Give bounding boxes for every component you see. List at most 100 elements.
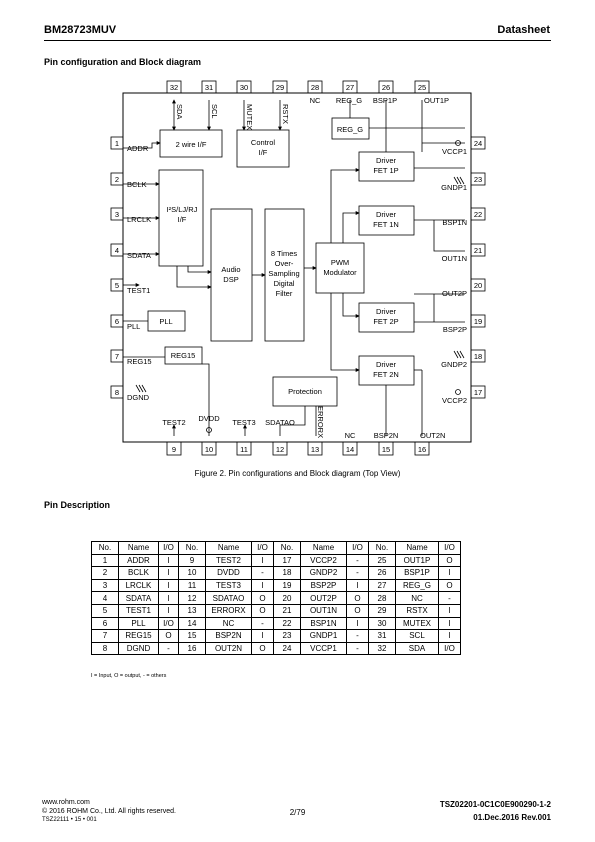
pin-label-reg15: REG15 (127, 357, 152, 366)
table-cell-io: - (251, 616, 274, 631)
footer-doc-number: TSZ02201-0C1C0E900290-1-2 (439, 800, 551, 809)
pin-box-13 (307, 441, 323, 456)
table-cell-io: - (158, 641, 179, 656)
oversampling-label-3: Sampling (268, 269, 299, 278)
control-label-1: Control (251, 138, 276, 147)
driver-1n-label-2: FET 1N (373, 220, 399, 229)
table-cell-no: 7 (91, 629, 119, 643)
table-cell-no: 15 (178, 629, 206, 643)
table-cell-io: I (438, 629, 461, 643)
table-cell-io: O (438, 553, 461, 568)
driver-1p-label-1: Driver (376, 156, 397, 165)
table-cell-io: I (158, 566, 179, 580)
chip-outline (122, 92, 472, 443)
table-cell-io: - (346, 566, 369, 580)
pin-number-1: 1 (115, 139, 119, 148)
audio-dsp-label-1: Audio (221, 265, 240, 274)
pin-number-8: 8 (115, 388, 119, 397)
pin-box-19 (470, 314, 486, 328)
table-cell-no: 20 (273, 591, 301, 605)
driver-2n-label-2: FET 2N (373, 370, 399, 379)
pin-label-reg-g: REG_G (336, 96, 362, 105)
table-cell-io: I (438, 603, 461, 618)
pin-box-18 (470, 349, 486, 363)
pin-box-22 (470, 207, 486, 221)
pin-number-2: 2 (115, 175, 119, 184)
pin-box-31 (201, 80, 217, 94)
pin-number-14: 14 (346, 445, 354, 454)
i2s-label-2: I/F (178, 215, 187, 224)
pin-label-bsp1n: BSP1N (442, 218, 467, 227)
pin-label-vccp1: VCCP1 (442, 147, 467, 156)
table-cell-no: 10 (178, 566, 206, 580)
pin-number-24: 24 (474, 139, 482, 148)
table-cell-io: - (438, 591, 461, 605)
table-cell-io: O (346, 603, 369, 618)
table-cell-no: 13 (178, 603, 206, 618)
table-cell-io: I/O (158, 616, 179, 631)
table-cell-no: 5 (91, 603, 119, 618)
footer-copyright: © 2016 ROHM Co., Ltd. All rights reserve… (42, 808, 176, 815)
part-number: BM28723MUV (44, 24, 117, 36)
pin-label-gndp2: GNDP2 (441, 360, 467, 369)
table-cell-io: O (346, 591, 369, 605)
reg15-block-label: REG15 (171, 351, 196, 360)
table-cell-io: I (158, 578, 179, 593)
table-cell-io: I (158, 553, 179, 568)
pin-box-11 (236, 441, 252, 456)
driver-2p-label-2: FET 2P (373, 317, 398, 326)
pin-number-22: 22 (474, 210, 482, 219)
table-cell-no: 8 (91, 641, 119, 656)
audio-dsp-label-2: DSP (223, 275, 238, 284)
oversampling-label-1: 8 Times (271, 249, 298, 258)
pin-number-3: 3 (115, 210, 119, 219)
table-cell-name: OUT2P (300, 591, 347, 605)
table-cell-name: DVDD (205, 566, 252, 580)
pin-label-test3-bottom: TEST3 (232, 418, 255, 427)
pin-label-out2p: OUT2P (442, 289, 467, 298)
table-cell-no: 6 (91, 616, 119, 631)
pin-label-sdatao-bottom: SDATAO (265, 418, 295, 427)
pin-label-dgnd: DGND (127, 393, 150, 402)
table-cell-io: - (346, 553, 369, 568)
pin-description-title: Pin Description (44, 500, 111, 510)
table-cell-name: GNDP1 (300, 629, 347, 643)
pin-box-3 (110, 207, 124, 221)
pin-label-lrclk: LRCLK (127, 215, 151, 224)
pin-label-scl: SCL (210, 104, 219, 119)
table-cell-name: BSP2P (300, 578, 347, 593)
reg-g-block (331, 117, 370, 140)
table-cell-no: 11 (178, 578, 206, 593)
pin-label-nc-bottom: NC (345, 431, 356, 440)
table-cell-io: I (346, 616, 369, 631)
pin-box-23 (470, 172, 486, 186)
table-cell-io: I (158, 591, 179, 605)
table-cell-io: I/O (438, 641, 461, 656)
pin-box-9 (166, 441, 182, 456)
driver-2p-label-1: Driver (376, 307, 397, 316)
table-cell-no: 29 (368, 603, 396, 618)
footer-date-rev: 01.Dec.2016 Rev.001 (473, 813, 551, 822)
reg15-block (164, 346, 203, 365)
pin-box-24 (470, 136, 486, 150)
footer-website[interactable]: www.rohm.com (42, 799, 90, 806)
pin-number-5: 5 (115, 281, 119, 290)
pin-box-17 (470, 385, 486, 399)
pin-number-30: 30 (240, 83, 248, 92)
pin-label-sdata: SDATA (127, 251, 151, 260)
table-cell-io: O (251, 641, 274, 656)
table-cell-name: RSTX (395, 603, 439, 618)
table-header-io: I/O (158, 541, 179, 555)
pin-box-4 (110, 243, 124, 257)
pin-box-1 (110, 136, 124, 150)
table-cell-no: 2 (91, 566, 119, 580)
pin-box-7 (110, 349, 124, 363)
pin-label-bsp1p: BSP1P (373, 96, 397, 105)
header-rule (44, 40, 551, 41)
